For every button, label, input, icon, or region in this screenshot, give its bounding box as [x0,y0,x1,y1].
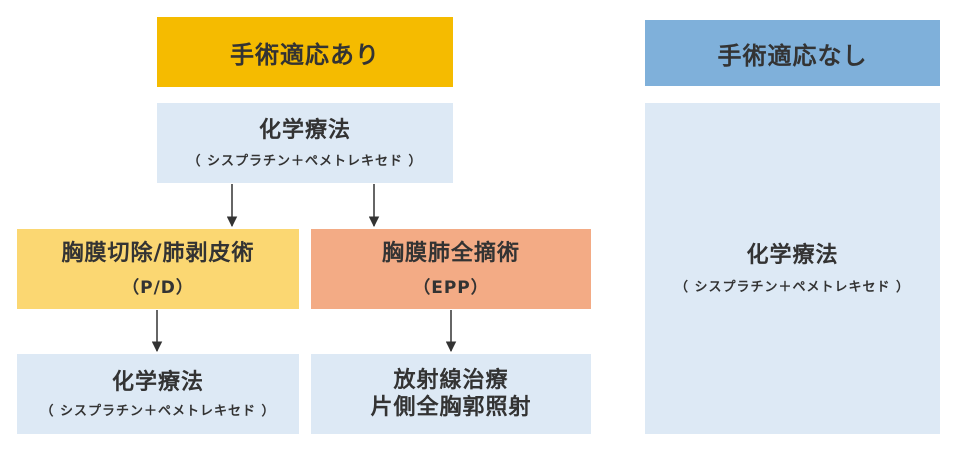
surgery-not-indicated-label: 手術適応なし [717,41,868,70]
initial-chemotherapy-box: 化学療法 （ シスプラチン＋ペメトレキセド ） [157,103,453,183]
initial-chemotherapy-regimen: （ シスプラチン＋ペメトレキセド ） [187,154,423,170]
pleurectomy-decortication-box: 胸膜切除/肺剥皮術 （P/D） [17,229,299,309]
surgery-not-indicated-header: 手術適応なし [645,20,940,86]
post-surgery-chemotherapy-title: 化学療法 [111,369,204,395]
post-surgery-chemotherapy-regimen: （ シスプラチン＋ペメトレキセド ） [40,404,276,420]
non-surgical-chemotherapy-regimen: （ シスプラチン＋ペメトレキセド ） [674,279,911,295]
hemithoracic-irradiation-label: 片側全胸郭照射 [370,395,532,420]
surgery-indicated-header: 手術適応あり [157,17,453,87]
pleurectomy-decortication-abbr: （P/D） [122,278,194,299]
extrapleural-pneumonectomy-box: 胸膜肺全摘術 （EPP） [311,229,591,309]
extrapleural-pneumonectomy-abbr: （EPP） [413,278,489,299]
radiation-therapy-box: 放射線治療 片側全胸郭照射 [311,354,591,434]
surgery-indicated-label: 手術適応あり [230,40,380,69]
non-surgical-chemotherapy-title: 化学療法 [746,243,839,269]
extrapleural-pneumonectomy-title: 胸膜肺全摘術 [381,240,520,266]
pleurectomy-decortication-title: 胸膜切除/肺剥皮術 [61,240,255,266]
non-surgical-chemotherapy-box: 化学療法 （ シスプラチン＋ペメトレキセド ） [645,103,940,434]
initial-chemotherapy-title: 化学療法 [258,117,351,143]
radiation-therapy-title: 放射線治療 [393,367,509,393]
post-surgery-chemotherapy-box: 化学療法 （ シスプラチン＋ペメトレキセド ） [17,354,299,434]
